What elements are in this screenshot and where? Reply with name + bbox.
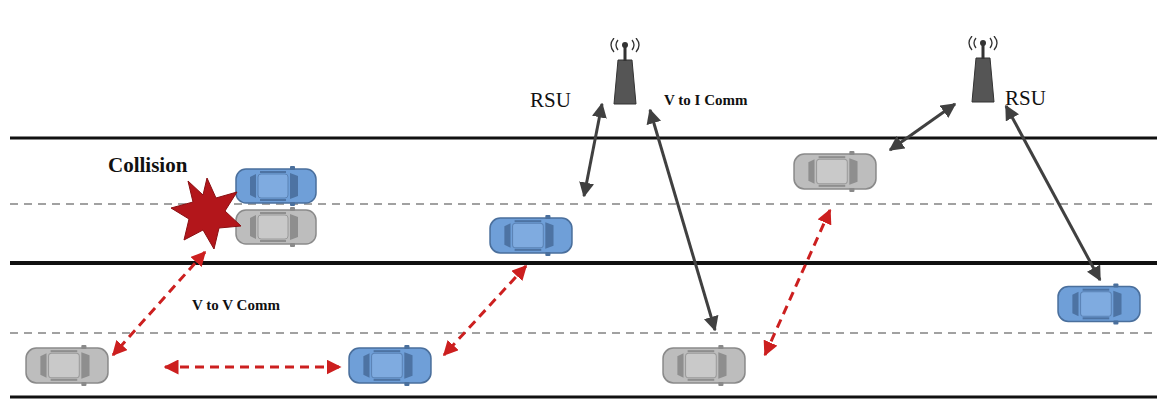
v2v-arrow	[165, 366, 340, 369]
collision-star	[171, 178, 241, 249]
road-lines	[10, 138, 1157, 397]
cars	[26, 151, 1140, 386]
comm-label: V to V Comm	[192, 297, 280, 314]
lane-divider	[10, 332, 1157, 333]
car	[794, 151, 876, 192]
v2i-arrow	[1006, 106, 1100, 280]
collision-label: Collision	[108, 154, 187, 177]
road-edge	[10, 137, 1157, 140]
rsu-tower	[611, 38, 639, 104]
rsu-tower	[969, 36, 997, 102]
v2i-arrow	[650, 110, 715, 330]
road-edge	[10, 396, 1157, 399]
v2i-arrow	[890, 104, 955, 150]
v2v-arrow	[113, 252, 205, 355]
v2i-arrow	[584, 104, 602, 196]
comm-label: V to I Comm	[664, 92, 747, 109]
car	[663, 345, 745, 386]
v2v-arrow	[444, 266, 526, 355]
v2v-arrow	[765, 210, 830, 355]
car	[26, 345, 108, 386]
car	[1058, 284, 1140, 325]
road-median	[10, 261, 1157, 265]
car	[236, 166, 316, 206]
rsu-label: RSU	[1005, 87, 1046, 110]
car	[236, 207, 316, 247]
rsu-label: RSU	[530, 89, 571, 112]
car	[490, 215, 572, 256]
lane-divider	[10, 203, 1157, 204]
comm-arrows	[113, 104, 1100, 367]
car	[349, 345, 431, 386]
